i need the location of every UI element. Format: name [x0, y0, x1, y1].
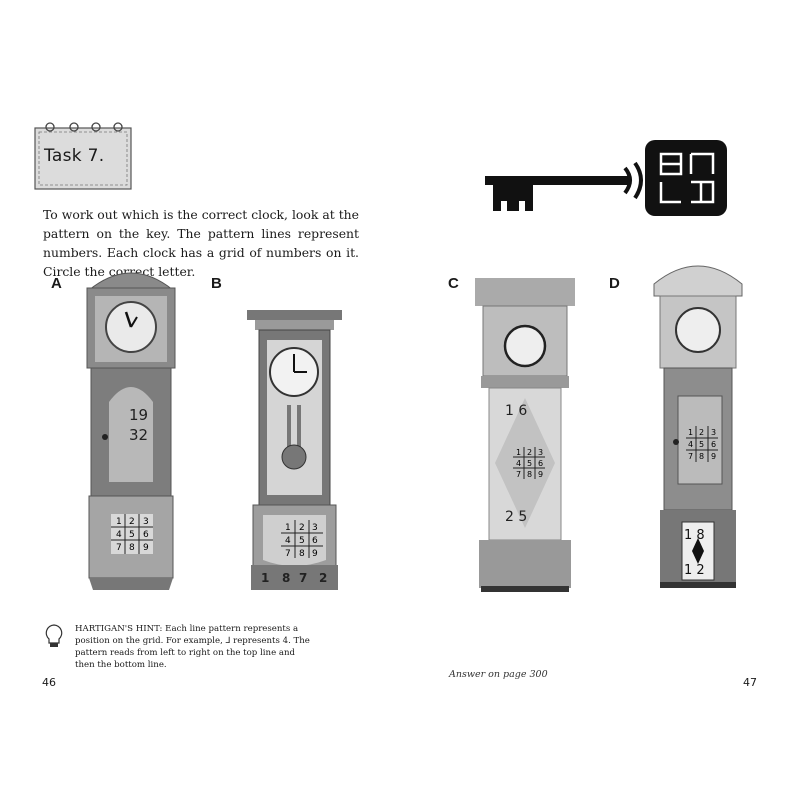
svg-text:8: 8: [299, 549, 305, 559]
svg-text:5: 5: [699, 440, 704, 449]
option-b-label[interactable]: B: [211, 275, 222, 292]
svg-text:6: 6: [711, 440, 716, 449]
svg-text:7: 7: [516, 470, 521, 479]
svg-text:2: 2: [299, 523, 305, 533]
right-page-number: 47: [743, 676, 757, 689]
svg-text:1: 1: [688, 428, 693, 437]
svg-text:8: 8: [699, 452, 704, 461]
clock-b-number-1: 1: [261, 571, 269, 585]
svg-text:7: 7: [688, 452, 693, 461]
keyhole-icon: [673, 439, 679, 445]
svg-text:4: 4: [285, 536, 291, 546]
svg-text:8: 8: [527, 470, 532, 479]
svg-text:5: 5: [527, 459, 532, 468]
svg-text:7: 7: [116, 543, 122, 553]
svg-text:1: 1: [116, 517, 122, 527]
svg-text:1: 1: [516, 448, 521, 457]
key-icon: [485, 140, 727, 216]
hint-symbol: ⅃: [225, 636, 231, 646]
task-title: Task 7.: [44, 146, 105, 166]
svg-text:5: 5: [299, 536, 305, 546]
keyhole-icon: [102, 434, 108, 440]
svg-text:6: 6: [538, 459, 543, 468]
svg-text:9: 9: [312, 549, 318, 559]
clock-c-top-numbers: 1 6: [505, 403, 527, 419]
clock-b-number-4: 2: [319, 571, 327, 585]
svg-text:4: 4: [688, 440, 693, 449]
svg-text:2: 2: [527, 448, 532, 457]
svg-text:7: 7: [285, 549, 291, 559]
clock-b-number-3: 7: [299, 571, 307, 585]
hint-text: HARTIGAN'S HINT: Each line pattern repre…: [75, 623, 311, 671]
instructions-text: To work out which is the correct clock, …: [43, 207, 359, 279]
clock-b-number-2: 8: [282, 571, 290, 585]
svg-text:8: 8: [129, 543, 135, 553]
svg-text:9: 9: [538, 470, 543, 479]
svg-text:9: 9: [711, 452, 716, 461]
svg-text:4: 4: [116, 530, 122, 540]
svg-text:9: 9: [143, 543, 149, 553]
clock-a-bottom-number: 32: [129, 426, 148, 444]
svg-text:1: 1: [285, 523, 291, 533]
clock-d-top-numbers: 1 8: [684, 528, 705, 543]
svg-text:2: 2: [129, 517, 135, 527]
clock-d-bottom-numbers: 1 2: [684, 563, 705, 578]
left-page-number: 46: [42, 676, 56, 689]
clock-c-bottom-numbers: 2 5: [505, 509, 527, 525]
clock-a-top-number: 19: [129, 406, 148, 424]
hint-suffix: represents 4. The pattern reads from lef…: [75, 636, 310, 670]
svg-text:6: 6: [312, 536, 318, 546]
svg-text:3: 3: [143, 517, 149, 527]
svg-text:3: 3: [711, 428, 716, 437]
option-d-label[interactable]: D: [609, 275, 620, 292]
svg-text:2: 2: [699, 428, 704, 437]
svg-text:3: 3: [538, 448, 543, 457]
svg-text:5: 5: [129, 530, 135, 540]
option-a-label[interactable]: A: [51, 275, 62, 292]
svg-text:4: 4: [516, 459, 521, 468]
answer-reference: Answer on page 300: [449, 669, 548, 680]
svg-text:3: 3: [312, 523, 318, 533]
lightbulb-icon: [45, 624, 63, 647]
task-card: [34, 122, 132, 190]
svg-text:6: 6: [143, 530, 149, 540]
option-c-label[interactable]: C: [448, 275, 459, 292]
hint-prefix: HARTIGAN'S HINT: Each line pattern repre…: [75, 624, 299, 646]
